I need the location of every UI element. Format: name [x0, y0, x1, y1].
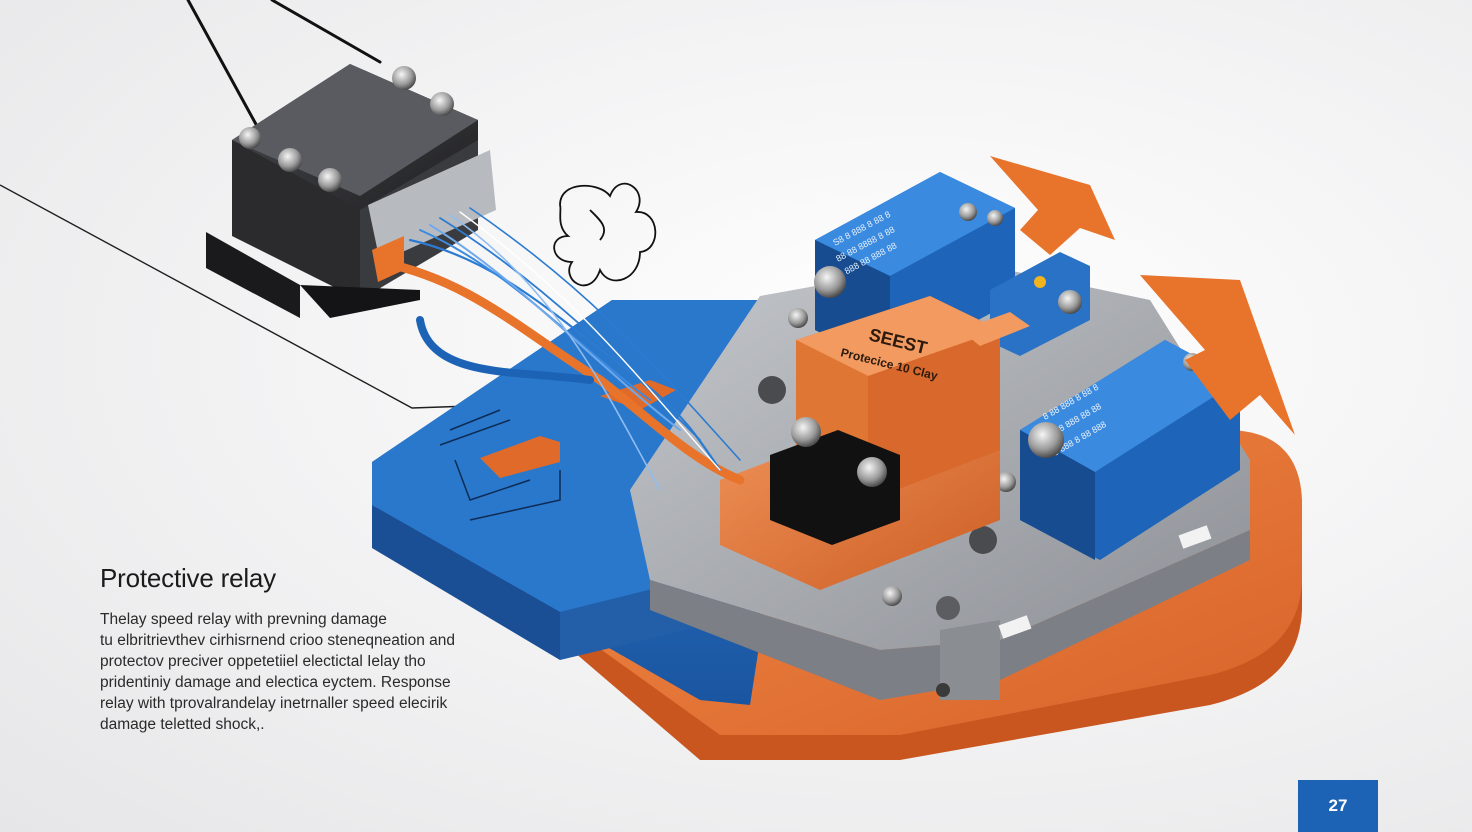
orange-relay-block: SEEST Protecice 10 Clay — [720, 296, 1030, 590]
page-title: Protective relay — [100, 563, 276, 593]
description-line: Thelay speed relay with prevning damage — [100, 611, 387, 628]
terminal-screw-icon — [239, 66, 454, 192]
description-line: tu elbritrievthev cirhisrnend crioo sten… — [100, 632, 455, 649]
input-cables — [186, 0, 382, 130]
blue-relay-right: 8 88 888 8 88 8 88 8 888 88 88 8 888 8 8… — [1020, 340, 1240, 560]
wire-bundle — [375, 207, 745, 491]
relay-block-icon — [206, 64, 496, 318]
smoke-icon — [553, 182, 657, 287]
description-line: relay with tprovalrandelay inetrnaller s… — [100, 695, 448, 712]
page-number-badge: 27 — [1298, 780, 1378, 832]
description-line: damage teletted shock,. — [100, 716, 265, 733]
description: Thelay speed relay with prevning damage … — [100, 609, 550, 735]
description-line: pridentiniy damage and electica eyctem. … — [100, 674, 451, 691]
description-line: protectov preciver oppetetiiel electicta… — [100, 653, 426, 670]
arrow-up-icon — [990, 156, 1295, 435]
